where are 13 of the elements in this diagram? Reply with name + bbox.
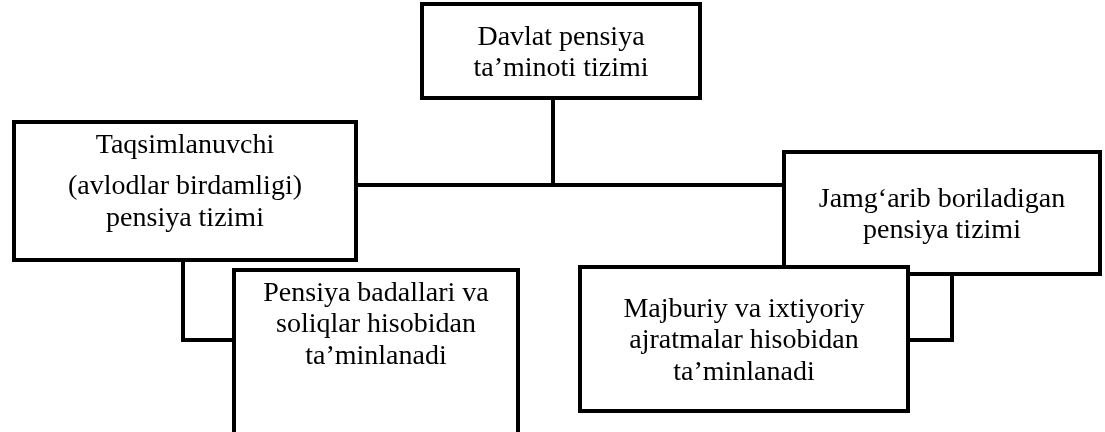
box-text: Jamg‘arib boriladigan pensiya tizimi: [817, 181, 1067, 245]
text-box: [12, 120, 358, 262]
box-text: Davlat pensiya ta’minoti tizimi: [472, 19, 650, 83]
text-box: [232, 268, 520, 432]
connector-line: [181, 262, 232, 342]
box-text: Pensiya badallari va soliqlar hisobidan ta’minlanadi: [262, 276, 490, 371]
box-text: Majburiy va ixtiyoriy ajratmalar hisobidan ta’minlanadi: [622, 291, 866, 387]
text-box: [782, 150, 1102, 276]
box-text: (avlodlar birdamligi) pensiya tizimi: [66, 169, 303, 233]
connector-line: [910, 276, 954, 342]
text-box: [420, 2, 702, 100]
box-text: Taqsimlanuvchi: [95, 128, 275, 160]
text-box: [578, 265, 910, 413]
